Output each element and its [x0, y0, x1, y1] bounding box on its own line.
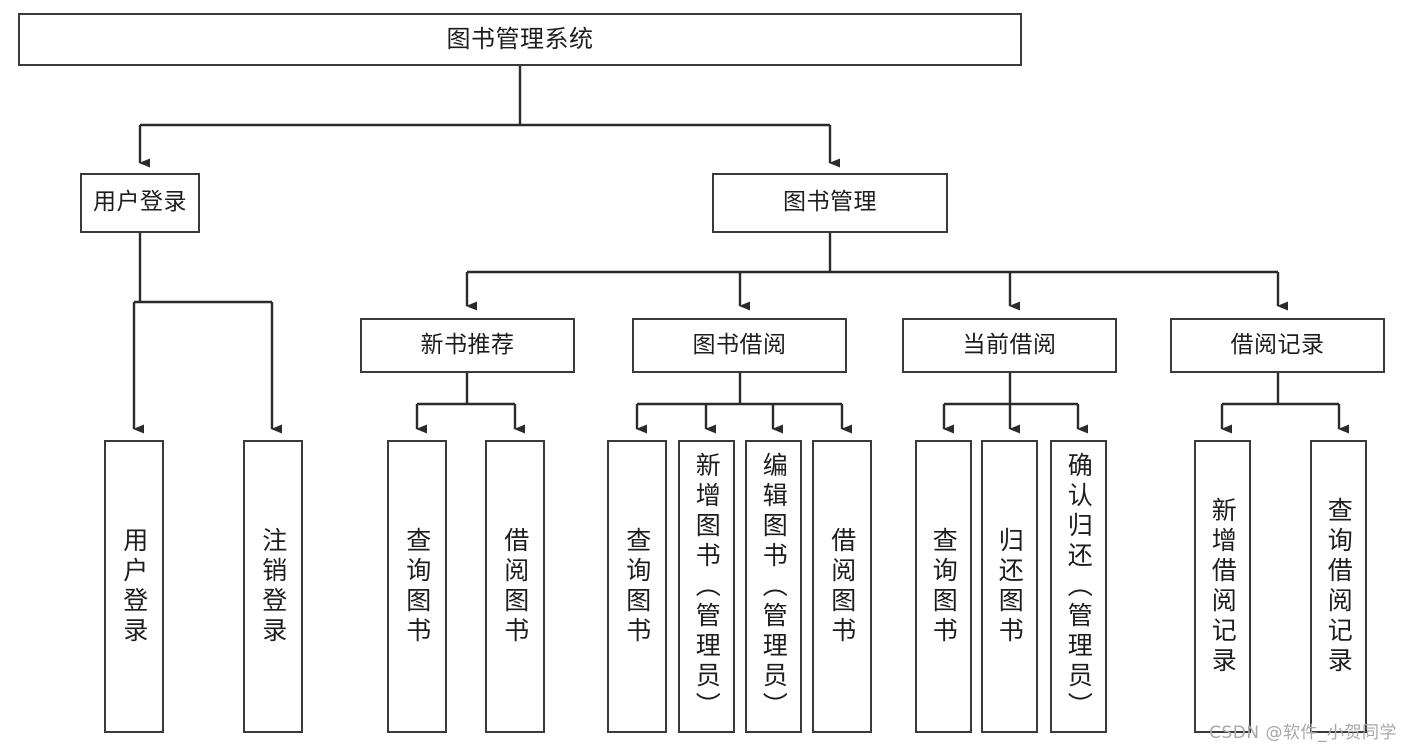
csdn-watermark: CSDN @软件_小贺同学	[1209, 723, 1397, 743]
leaf-edit-book-admin[interactable]: 编辑图书（管理员）	[745, 440, 802, 733]
leaf-add-borrow-record[interactable]: 新增借阅记录	[1194, 440, 1251, 733]
leaf-borrow-book-recommend[interactable]: 借阅图书	[485, 440, 545, 733]
leaf-add-book-admin[interactable]: 新增图书（管理员）	[678, 440, 735, 733]
leaf-user-login[interactable]: 用户登录	[104, 440, 164, 733]
node-borrow-record[interactable]: 借阅记录	[1170, 318, 1385, 373]
leaf-query-borrow-record[interactable]: 查询借阅记录	[1310, 440, 1367, 733]
leaf-query-book-borrow[interactable]: 查询图书	[607, 440, 667, 733]
node-current-borrow[interactable]: 当前借阅	[902, 318, 1117, 373]
leaf-query-book-recommend[interactable]: 查询图书	[387, 440, 447, 733]
node-root-system[interactable]: 图书管理系统	[18, 13, 1022, 66]
node-book-manage[interactable]: 图书管理	[712, 173, 948, 233]
node-user-login[interactable]: 用户登录	[80, 173, 200, 233]
leaf-logout-login[interactable]: 注销登录	[243, 440, 303, 733]
leaf-borrow-book-borrow[interactable]: 借阅图书	[812, 440, 872, 733]
node-new-book-recommend[interactable]: 新书推荐	[360, 318, 575, 373]
leaf-confirm-return-admin[interactable]: 确认归还（管理员）	[1050, 440, 1107, 733]
node-book-borrow[interactable]: 图书借阅	[632, 318, 847, 373]
leaf-return-book[interactable]: 归还图书	[981, 440, 1038, 733]
leaf-query-book-current[interactable]: 查询图书	[915, 440, 972, 733]
